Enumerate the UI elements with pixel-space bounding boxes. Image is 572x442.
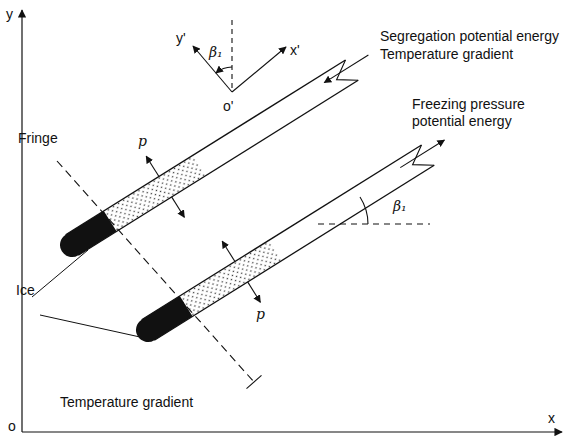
angle-symbol: β₁ <box>393 198 407 215</box>
gradient-note: Temperature gradient <box>60 394 193 411</box>
part-name: Ice <box>16 282 35 299</box>
leader-lines <box>32 250 140 337</box>
lower-tube <box>119 113 466 367</box>
force-note: Freezing pressure potential energy <box>412 96 552 130</box>
part-name: Fringe <box>18 130 58 147</box>
local-axes <box>193 20 286 92</box>
force-note: Segregation potential energy <box>380 28 559 45</box>
angle-symbol: β₁ <box>209 44 223 61</box>
axis-name: x' <box>290 42 300 59</box>
axis-name: x <box>548 410 555 427</box>
fringe-line <box>57 161 262 389</box>
upper-tube <box>43 28 390 282</box>
origin-name: o' <box>223 98 233 115</box>
axis-name: y <box>6 6 13 23</box>
origin-name: o <box>8 418 16 435</box>
angle-mark <box>318 197 430 224</box>
force-note: Temperature gradient <box>380 46 513 63</box>
main-axes <box>22 10 562 432</box>
axis-name: y' <box>176 30 186 47</box>
pressure-symbol: p <box>138 133 147 150</box>
pressure-symbol: p <box>256 306 265 323</box>
